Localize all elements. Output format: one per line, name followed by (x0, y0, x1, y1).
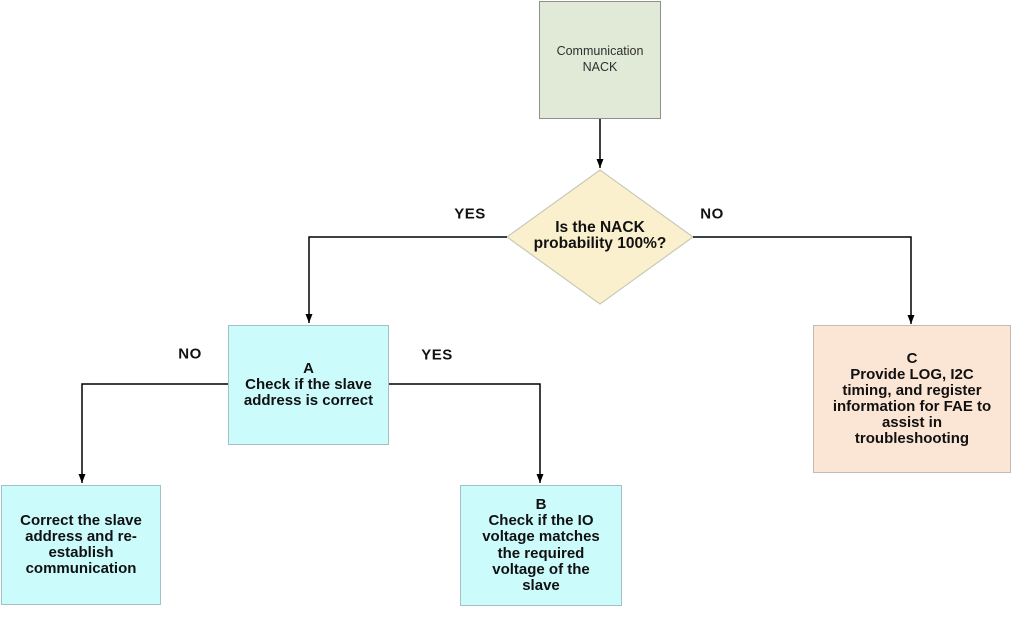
edge-label-node-a-no: NO (178, 345, 202, 363)
node-a: A Check if the slave address is correct (228, 325, 389, 445)
connector-a-yes-to-b (389, 383, 544, 483)
decision-label: Is the NACK probability 100%? (533, 219, 667, 253)
connector-decision-yes-to-a (305, 236, 507, 323)
node-start: Communication NACK (539, 1, 661, 119)
node-c: C Provide LOG, I2C timing, and register … (813, 325, 1011, 473)
node-b-label: B Check if the IO voltage matches the re… (482, 496, 600, 594)
node-a-label: A Check if the slave address is correct (243, 359, 374, 410)
node-correct-address-label: Correct the slave address and re- establ… (20, 511, 142, 578)
node-b: B Check if the IO voltage matches the re… (460, 485, 622, 606)
node-correct-address: Correct the slave address and re- establ… (1, 485, 161, 605)
edge-label-decision-yes: YES (454, 205, 486, 223)
connector-a-no-to-correct (78, 383, 228, 483)
decision-diamond (505, 169, 695, 305)
connector-decision-no-to-c (693, 236, 915, 324)
edge-label-decision-no: NO (700, 205, 724, 223)
edge-label-node-a-yes: YES (421, 346, 453, 364)
node-start-label: Communication NACK (556, 44, 644, 74)
node-c-label: C Provide LOG, I2C timing, and register … (832, 349, 992, 448)
